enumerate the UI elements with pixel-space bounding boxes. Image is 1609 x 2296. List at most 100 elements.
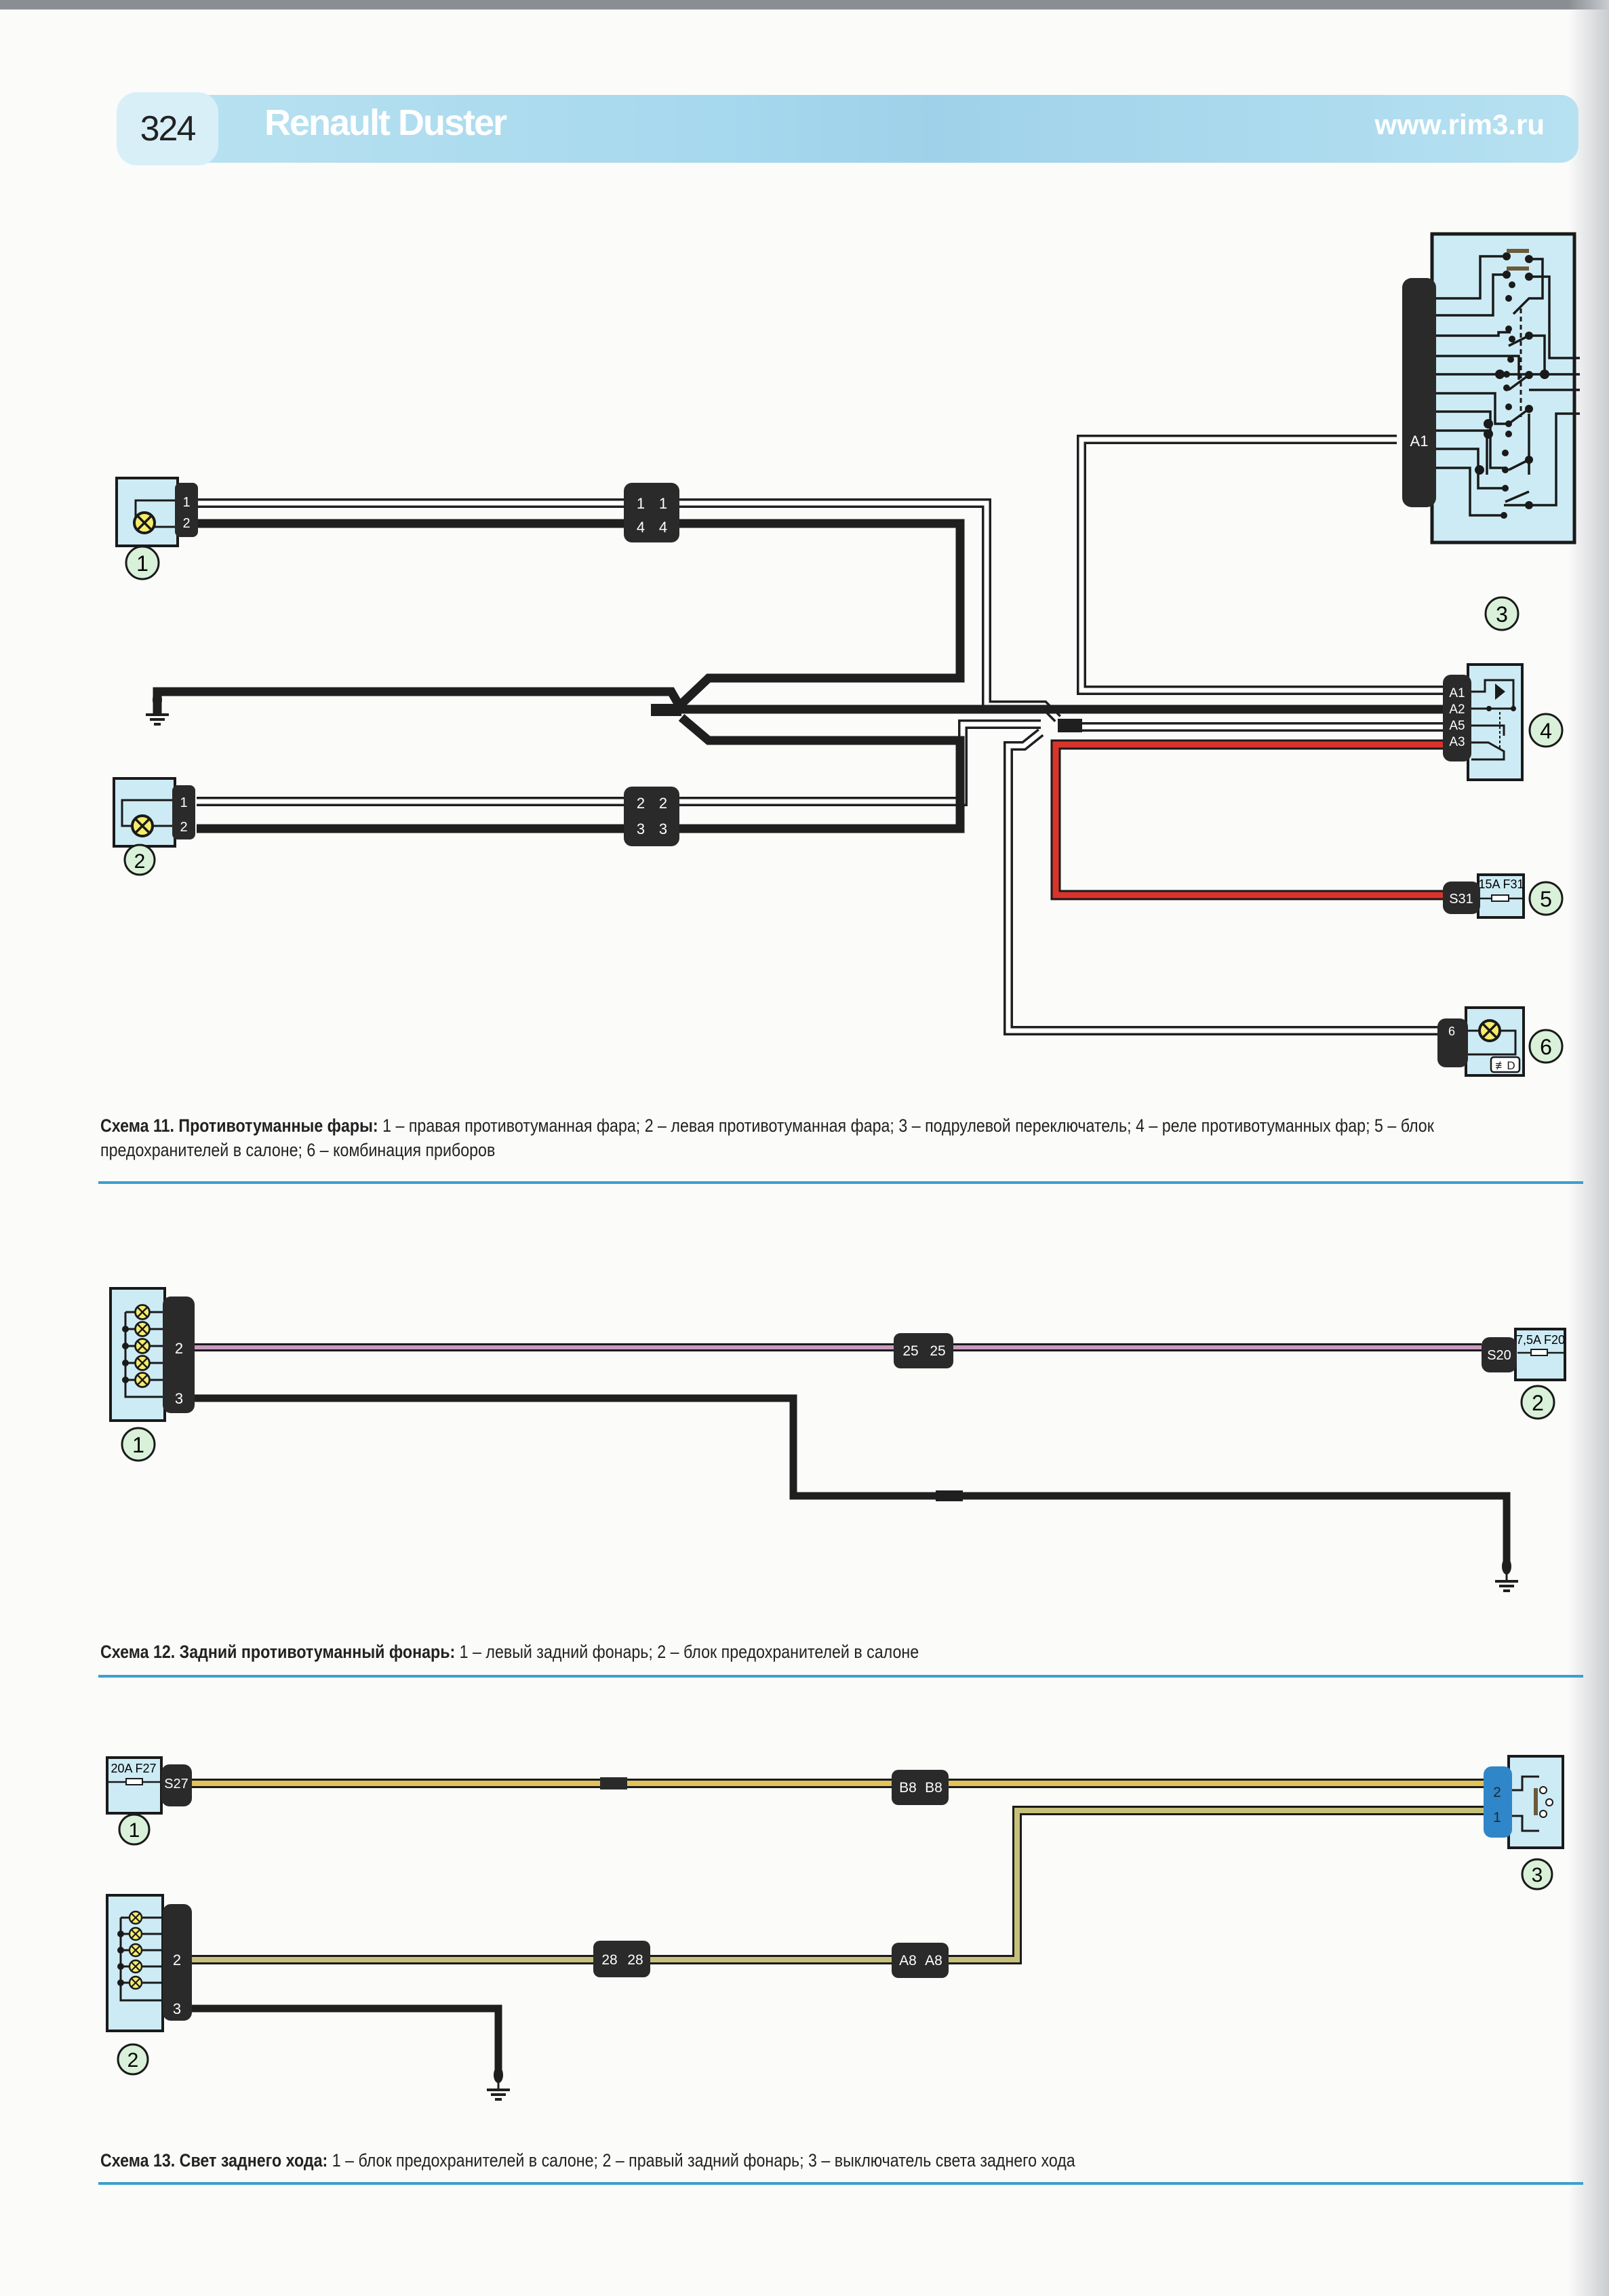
lamp-icon xyxy=(1478,1019,1501,1042)
splice xyxy=(936,1490,963,1501)
wire-white-group xyxy=(197,435,1444,1035)
caption-text: 1 – правая противотуманная фара; 2 – лев… xyxy=(378,1115,1434,1136)
component-number-badge: 2 xyxy=(1532,1391,1544,1415)
component-3-steering-switch: A1 xyxy=(1402,232,1580,631)
inline-connector-2-3: 2 2 3 3 xyxy=(624,787,679,846)
inline-connector-25: 25 25 xyxy=(894,1333,953,1368)
pin-label: 2 xyxy=(180,820,187,835)
pin-label: 3 xyxy=(659,820,667,837)
fuse-icon xyxy=(125,1778,143,1785)
divider-rule xyxy=(98,1181,1583,1184)
pin-label: A8 xyxy=(925,1953,942,1968)
ground-icon xyxy=(144,690,170,726)
pin-label: 6 xyxy=(1448,1025,1455,1038)
caption-title: Схема 11. Противотуманные фары: xyxy=(100,1115,378,1136)
pin-label: S27 xyxy=(164,1777,188,1792)
scheme-12: 2 3 1 25 25 S20 7,5A F20 2 xyxy=(109,1287,1566,1592)
pin-label: 1 xyxy=(180,795,187,810)
fuse-rating-label: 7,5A F20 xyxy=(1516,1333,1565,1347)
pin-label: 1 xyxy=(1493,1810,1501,1825)
scheme-13: S27 20A F27 1 B8 B8 28 28 A8 A8 xyxy=(106,1755,1564,2101)
pin-label: A2 xyxy=(1449,702,1465,717)
splice-ground xyxy=(651,704,681,716)
caption-scheme-12: Схема 12. Задний противотуманный фонарь:… xyxy=(100,1640,1593,1664)
component-5-fuse-box: S31 15A F31 5 xyxy=(1443,873,1564,919)
pin-label: 2 xyxy=(175,1340,183,1357)
pin-label: 25 xyxy=(902,1343,918,1359)
pin-label: A3 xyxy=(1449,735,1465,749)
fuse-icon xyxy=(1491,894,1509,902)
wire-black-ground xyxy=(192,2004,502,2075)
inline-connector-28: 28 28 xyxy=(593,1941,650,1977)
wire-c1-pin2 xyxy=(197,519,965,707)
pin-label: A5 xyxy=(1449,719,1465,733)
component-1-fuse-box: S27 20A F27 1 xyxy=(106,1756,192,1846)
pin-label: S20 xyxy=(1487,1348,1511,1363)
component-3-reverse-light-switch: 2 1 3 xyxy=(1484,1755,1564,1891)
fog-lamp-indicator-icon xyxy=(1490,1056,1521,1073)
wire-olive-lamp-switch xyxy=(192,1808,1485,1962)
fuse-rating-label: 20A F27 xyxy=(111,1762,156,1775)
pin-label: 25 xyxy=(930,1343,945,1359)
pin-label: 4 xyxy=(659,519,667,536)
pin-label: 2 xyxy=(659,795,667,812)
website-link: www.rim3.ru xyxy=(1374,108,1545,140)
pin-label: 1 xyxy=(182,495,190,510)
component-number-badge: 3 xyxy=(1532,1864,1543,1886)
divider-rule xyxy=(98,1675,1583,1678)
pin-label: 3 xyxy=(173,2000,181,2017)
pin-label: B8 xyxy=(899,1780,917,1796)
divider-rule xyxy=(98,2182,1583,2185)
pin-label: 3 xyxy=(637,820,645,837)
component-2-right-tail-lamp: 2 3 2 xyxy=(106,1894,192,2076)
wire-black-ground xyxy=(193,1394,1511,1568)
fuse-rating-label: 15A F31 xyxy=(1478,877,1524,891)
caption-text-line2: предохранителей в салоне; 6 – комбинация… xyxy=(100,1140,496,1160)
caption-scheme-13: Схема 13. Свет заднего хода: 1 – блок пр… xyxy=(100,2148,1593,2173)
switch-contacts xyxy=(1512,1775,1539,1832)
wire-c3-a1 xyxy=(1077,435,1444,695)
lamp-array xyxy=(122,1304,163,1388)
ground-icon xyxy=(1494,1557,1519,1592)
component-4-fog-lamp-relay: A1 A2 A5 A3 4 xyxy=(1443,663,1564,781)
pin-label: 4 xyxy=(637,519,645,536)
book-title: Renault Duster xyxy=(264,102,507,143)
component-number-badge: 2 xyxy=(127,2049,139,2072)
pin-label: 2 xyxy=(1493,1785,1501,1800)
component-number-badge: 2 xyxy=(134,850,146,873)
component-number-badge: 3 xyxy=(1496,602,1508,627)
pin-label: A1 xyxy=(1449,686,1465,700)
component-1-left-tail-lamp: 2 3 1 xyxy=(109,1287,195,1462)
fuse-icon xyxy=(1530,1349,1548,1356)
component-number-badge: 4 xyxy=(1540,719,1552,743)
pin-label: 1 xyxy=(637,495,645,512)
component-1-right-fog-lamp: 1 2 1 xyxy=(115,477,198,580)
ground-icon xyxy=(485,2065,511,2101)
inline-connector-a8: A8 A8 xyxy=(892,1943,949,1978)
caption-scheme-11: Схема 11. Противотуманные фары: 1 – прав… xyxy=(100,1113,1593,1162)
component-number-badge: 6 xyxy=(1540,1035,1552,1059)
pin-label: 3 xyxy=(175,1390,183,1407)
pin-label: 28 xyxy=(601,1952,617,1968)
lamp-icon xyxy=(131,814,154,837)
component-number-badge: 1 xyxy=(132,1433,144,1457)
component-2-fuse-box: S20 7,5A F20 2 xyxy=(1482,1328,1566,1420)
component-2-left-fog-lamp: 1 2 2 xyxy=(113,777,195,876)
inline-connector-1-4: 1 1 4 4 xyxy=(624,483,679,542)
page-top-edge xyxy=(0,0,1609,9)
pin-label: B8 xyxy=(925,1780,942,1796)
splice xyxy=(600,1777,627,1789)
wire-red-outline xyxy=(1050,739,1444,900)
caption-text: 1 – блок предохранителей в салоне; 2 – п… xyxy=(327,2150,1075,2171)
wire-c2-pin1 xyxy=(197,719,1041,806)
scheme-11: 1 2 1 1 1 4 4 1 2 2 2 2 xyxy=(113,232,1580,1077)
relay-internal-circuit xyxy=(1471,679,1515,761)
inline-connector-b8: B8 B8 xyxy=(892,1770,949,1805)
pin-label: 2 xyxy=(173,1952,181,1968)
pin-label: ≢D xyxy=(1495,1059,1515,1072)
caption-title: Схема 13. Свет заднего хода: xyxy=(100,2150,328,2171)
pin-label: 2 xyxy=(182,516,190,531)
component-6-instrument-cluster: 6 ≢D 6 xyxy=(1437,1006,1564,1077)
component-number-badge: 1 xyxy=(136,551,148,576)
